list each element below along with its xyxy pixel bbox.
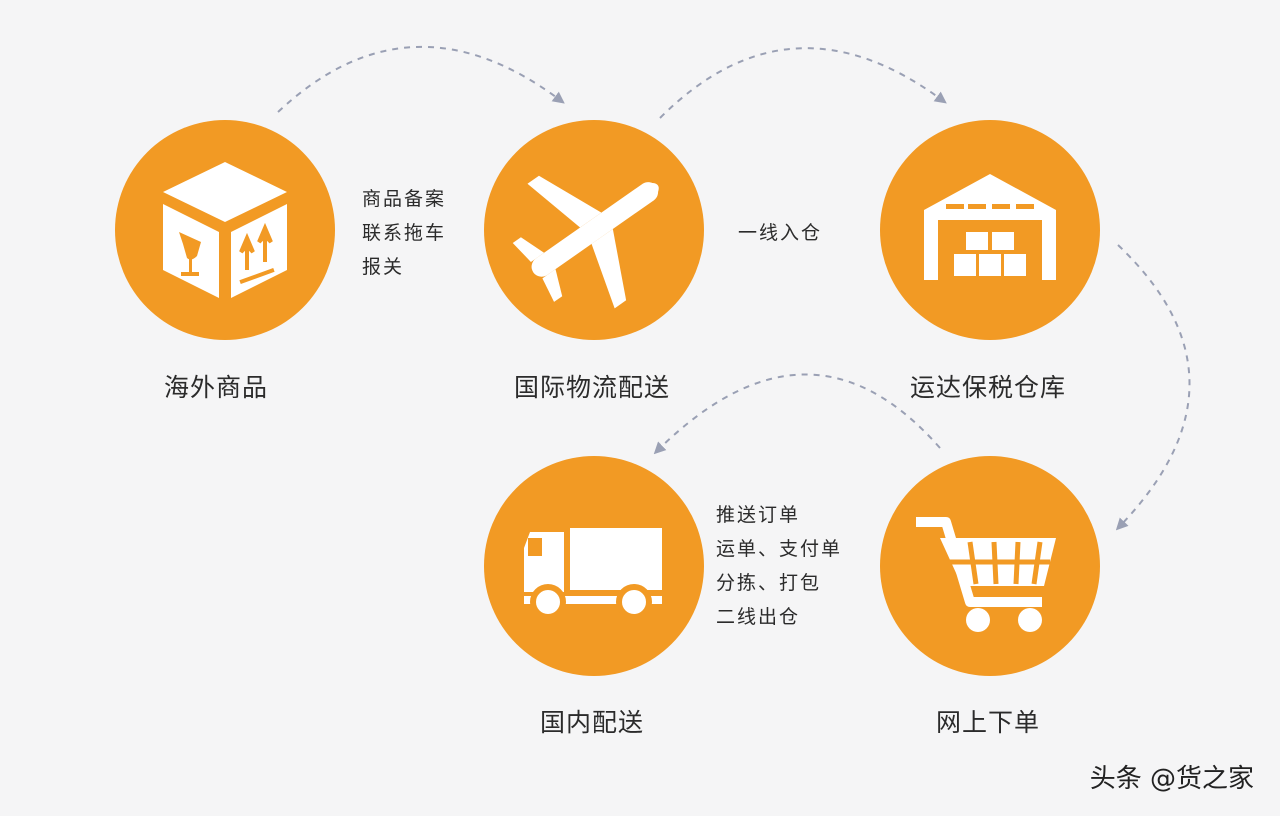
note-customs-steps: 商品备案 联系拖车 报关 xyxy=(362,182,446,284)
label-bonded-warehouse: 运达保税仓库 xyxy=(909,373,1066,402)
label-overseas-goods: 海外商品 xyxy=(163,373,268,402)
domestic-delivery-node xyxy=(484,456,704,676)
label-intl-logistics: 国际物流配送 xyxy=(513,373,670,402)
arrow-order-to-domestic xyxy=(653,373,941,455)
overseas-goods-node xyxy=(115,120,335,340)
note-fulfillment-steps: 推送订单 运单、支付单 分拣、打包 二线出仓 xyxy=(716,498,842,634)
online-order-node xyxy=(880,456,1100,676)
note-line: 一线入仓 xyxy=(738,222,823,244)
label-online-order: 网上下单 xyxy=(935,708,1040,737)
arrow-overseas-to-intl xyxy=(277,45,565,113)
shopping-cart-icon xyxy=(916,517,1056,632)
note-line: 报关 xyxy=(362,256,405,278)
watermark: 头条 @货之家 xyxy=(1089,764,1254,794)
arrow-warehouse-to-order xyxy=(1115,244,1191,531)
note-warehouse-entry: 一线入仓 xyxy=(738,216,822,250)
note-line: 推送订单 xyxy=(716,504,801,526)
box-icon xyxy=(163,162,287,298)
arrow-intl-to-warehouse xyxy=(659,47,947,119)
label-domestic-delivery: 国内配送 xyxy=(539,708,644,737)
note-line: 分拣、打包 xyxy=(716,572,822,594)
bonded-warehouse-node xyxy=(880,120,1100,340)
airplane-icon xyxy=(512,175,659,309)
note-line: 商品备案 xyxy=(362,188,447,210)
note-line: 运单、支付单 xyxy=(716,538,843,560)
warehouse-icon xyxy=(924,174,1056,280)
truck-icon xyxy=(524,528,662,620)
note-line: 二线出仓 xyxy=(716,606,801,628)
intl-logistics-node xyxy=(484,120,704,340)
note-line: 联系拖车 xyxy=(362,222,447,244)
